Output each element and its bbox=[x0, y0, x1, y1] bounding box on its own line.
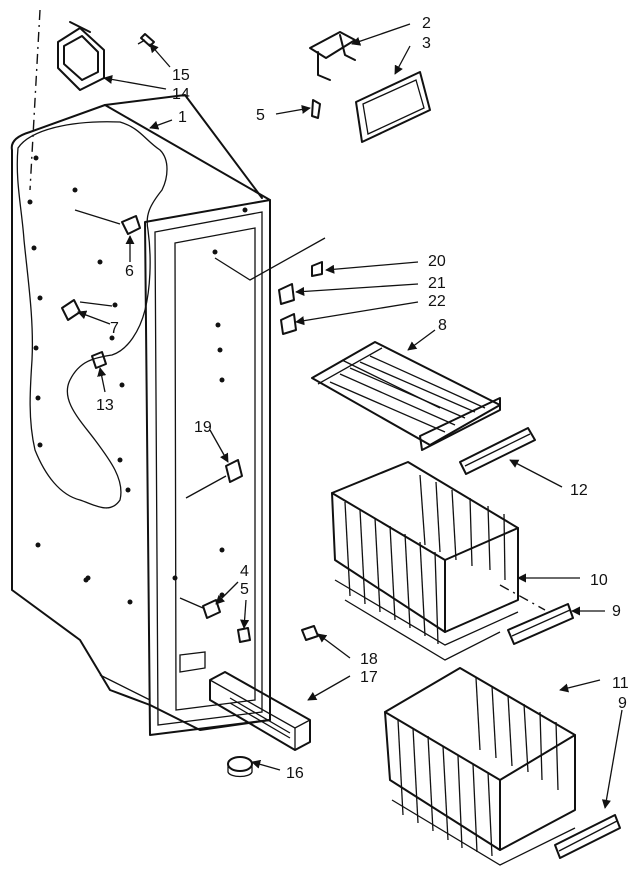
upper-basket bbox=[331, 461, 519, 661]
screw-light bbox=[311, 99, 321, 119]
leader-lines bbox=[77, 23, 623, 809]
clip-6 bbox=[74, 209, 141, 235]
shelf-bracket bbox=[309, 31, 356, 81]
callout-8: 8 bbox=[438, 317, 447, 334]
callout-11: 11 bbox=[612, 675, 629, 692]
shelf-trim bbox=[459, 427, 536, 475]
basket-clip-lower bbox=[554, 814, 621, 859]
lower-basket bbox=[384, 667, 576, 866]
screw-top bbox=[137, 33, 155, 47]
callout-5-lower: 5 bbox=[240, 581, 249, 598]
shelf-support-20 bbox=[214, 237, 326, 281]
callout-13: 13 bbox=[96, 397, 114, 414]
plug-16 bbox=[227, 756, 253, 778]
clip-7 bbox=[61, 299, 113, 321]
callout-15: 15 bbox=[172, 67, 190, 84]
callout-17: 17 bbox=[360, 669, 378, 686]
callout-9-upper: 9 bbox=[612, 603, 621, 620]
callout-20: 20 bbox=[428, 253, 446, 270]
callout-1: 1 bbox=[178, 109, 187, 126]
callout-7: 7 bbox=[110, 320, 119, 337]
callout-2: 2 bbox=[422, 15, 431, 32]
callout-12: 12 bbox=[570, 482, 588, 499]
screw-5-lower bbox=[237, 627, 251, 643]
callout-9-lower: 9 bbox=[618, 695, 627, 712]
light-panel bbox=[355, 71, 431, 143]
callout-18: 18 bbox=[360, 651, 378, 668]
callout-16: 16 bbox=[286, 765, 304, 782]
callout-5-top: 5 bbox=[256, 107, 265, 124]
clip-19 bbox=[185, 459, 243, 499]
alignment-line bbox=[29, 9, 41, 191]
hinge-bracket bbox=[57, 21, 105, 91]
callout-21: 21 bbox=[428, 275, 446, 292]
shelf-support-22 bbox=[280, 313, 297, 335]
screw-18 bbox=[301, 625, 319, 641]
wire-shelf bbox=[311, 341, 501, 451]
callout-22: 22 bbox=[428, 293, 446, 310]
callout-14: 14 bbox=[172, 86, 190, 103]
shelf-support-21 bbox=[278, 283, 295, 305]
basket-clip-upper bbox=[507, 603, 574, 645]
freezer-liner bbox=[10, 94, 271, 736]
bracket-4 bbox=[179, 597, 221, 619]
callout-4: 4 bbox=[240, 563, 249, 580]
callout-numbers: 1 2 3 5 15 14 6 7 13 19 4 5 20 21 22 8 1… bbox=[96, 15, 629, 782]
callout-3: 3 bbox=[422, 35, 431, 52]
clip-13 bbox=[91, 351, 107, 369]
callout-6: 6 bbox=[125, 263, 134, 280]
callout-10: 10 bbox=[590, 572, 608, 589]
callout-19: 19 bbox=[194, 419, 212, 436]
bottom-cover bbox=[209, 671, 311, 751]
alignment-line-upper bbox=[499, 584, 546, 611]
